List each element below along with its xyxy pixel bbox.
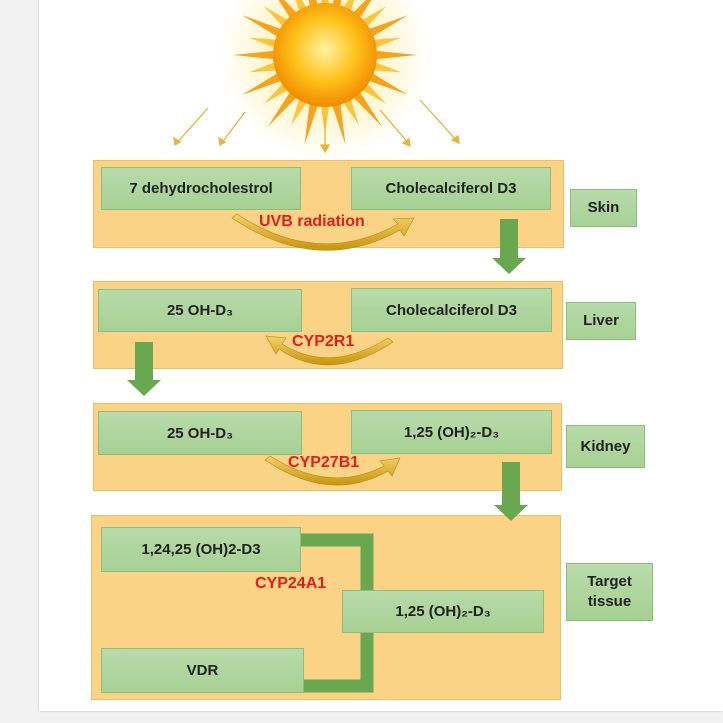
liver-enzyme-label: CYP2R1 bbox=[292, 333, 355, 350]
kidney-enzyme-label: CYP27B1 bbox=[288, 454, 360, 471]
target-tissue-label-line1: Target bbox=[587, 573, 632, 590]
skin-right-box: Cholecalciferol D3 bbox=[351, 167, 551, 210]
skin-left-box: 7 dehydrocholestrol bbox=[101, 167, 301, 210]
kidney-right-box: 1,25 (OH)₂-D₃ bbox=[351, 410, 552, 454]
liver-right-box: Cholecalciferol D3 bbox=[351, 288, 552, 332]
target-top-box: 1,24,25 (OH)2-D3 bbox=[101, 527, 301, 572]
kidney-label: Kidney bbox=[566, 425, 645, 468]
liver-left-box: 25 OH-D₃ bbox=[98, 289, 302, 332]
target-tissue-label: Target tissue bbox=[566, 563, 653, 621]
target-tissue-label-line2: tissue bbox=[587, 593, 632, 610]
target-bottom-box: VDR bbox=[101, 648, 304, 693]
liver-label: Liver bbox=[566, 302, 636, 340]
skin-enzyme-label: UVB radiation bbox=[259, 213, 365, 230]
target-middle-box: 1,25 (OH)₂-D₃ bbox=[342, 590, 544, 633]
kidney-to-target-arrow bbox=[494, 462, 528, 521]
target-enzyme-label: CYP24A1 bbox=[255, 575, 327, 592]
skin-to-liver-arrow bbox=[492, 219, 526, 274]
kidney-curve-arrow bbox=[264, 455, 401, 486]
skin-curve-arrow bbox=[231, 213, 415, 251]
skin-label: Skin bbox=[570, 189, 637, 227]
liver-curve-arrow bbox=[265, 335, 394, 366]
liver-to-kidney-arrow bbox=[127, 342, 161, 396]
kidney-left-box: 25 OH-D₃ bbox=[98, 411, 302, 455]
